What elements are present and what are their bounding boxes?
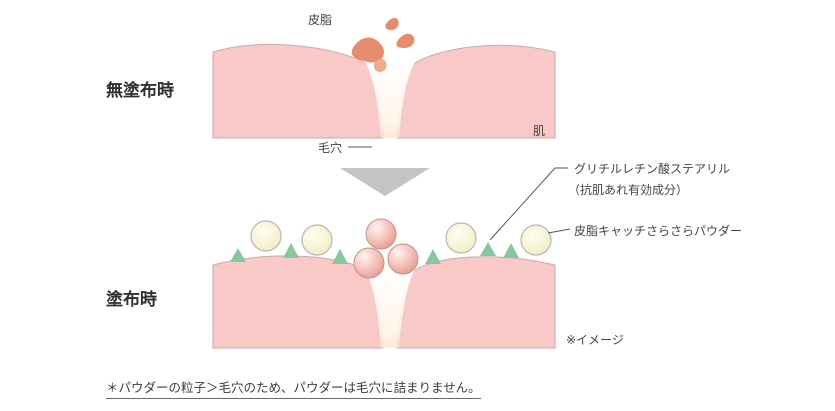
- ingredient-triangle: [503, 243, 519, 258]
- sebum-drop-stream: [373, 59, 387, 72]
- section-title-without-application: 無塗布時: [106, 81, 174, 101]
- ingredient-triangle: [283, 243, 299, 258]
- section-title-with-application: 塗布時: [106, 290, 157, 310]
- ingredient-triangle: [332, 249, 348, 264]
- skin-top: [212, 17, 556, 148]
- powder-label: 皮脂キャッチさらさらパウダー: [574, 224, 743, 238]
- powder-particle: [520, 224, 552, 256]
- sebum-drop-small-top: [385, 17, 399, 30]
- pore-label: 毛穴: [318, 141, 343, 155]
- pink-particle: [387, 243, 419, 275]
- ingredient-triangle: [480, 242, 496, 256]
- skin-right-mound-top: [396, 44, 556, 139]
- down-arrow: [340, 168, 430, 196]
- powder-particle: [445, 222, 477, 254]
- sebum-drop-large: [351, 37, 384, 63]
- pore-channel-bottom: [365, 270, 415, 348]
- sebum-label: 皮脂: [308, 13, 333, 27]
- skin-bottom: [212, 167, 571, 349]
- footnote: ＊パウダーの粒子＞毛穴のため、パウダーは毛穴に詰まりません。: [106, 377, 481, 399]
- skin-label: 肌: [533, 124, 546, 138]
- ingredient-sublabel: （抗肌あれ有効成分）: [568, 183, 689, 197]
- pore-channel-top: [365, 63, 415, 138]
- powder-particle: [301, 224, 333, 256]
- ingredient-triangle: [230, 248, 246, 262]
- skin-right-mound-bottom: [396, 256, 556, 349]
- image-note: ※イメージ: [566, 333, 624, 347]
- pink-particle: [353, 247, 385, 279]
- powder-leader-line: [547, 228, 571, 234]
- pink-particle: [365, 218, 397, 250]
- ingredient-triangle: [425, 249, 441, 264]
- sebum-drop-right: [396, 33, 415, 48]
- ingredient-label: グリチルレチン酸ステアリル: [574, 162, 731, 176]
- ingredient-leader-line: [489, 167, 568, 241]
- powder-particle: [250, 220, 282, 252]
